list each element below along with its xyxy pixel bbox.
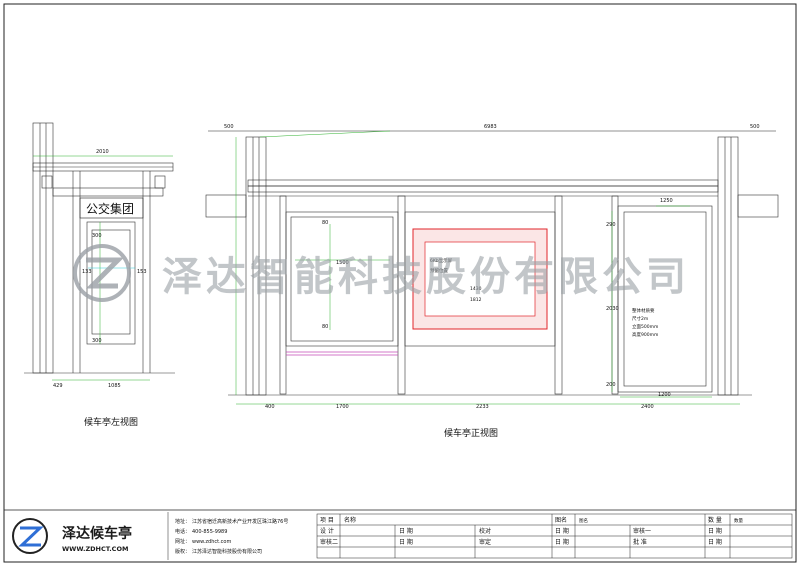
- watermark-company: 泽达智能科技股份有限公司: [162, 254, 690, 300]
- site-text: www.zdhct.com: [192, 539, 231, 545]
- side-dim-top: 2010: [96, 149, 109, 155]
- tb-drawing-val: 图名: [579, 517, 588, 524]
- front-dim-poster-w: 1500: [336, 260, 349, 266]
- side-dim-bottom-right: 1085: [108, 383, 121, 389]
- side-dim-panel-top: 300: [92, 233, 102, 239]
- tb-date-5: 日 期: [555, 538, 569, 546]
- address-text: 江苏省宿迁高新技术产业开发区珠江路76号: [192, 518, 288, 525]
- front-dim-bottom-b: 1700: [336, 404, 349, 410]
- front-dim-bottom-c: 2233: [476, 404, 489, 410]
- front-dim-top-mid: 6983: [484, 124, 497, 130]
- front-dim-top-left: 500: [224, 124, 234, 130]
- front-dim-right-bottom: 1200: [658, 392, 671, 398]
- center-label-1: 6Kb显示屏: [430, 258, 453, 264]
- title-block: 泽达候车亭 WWW.ZDHCT.COM 地址： 江苏省宿迁高新技术产业开发区珠江…: [4, 509, 796, 560]
- side-dim-bottom-left: 429: [53, 383, 63, 389]
- front-view-dimension-lines: [208, 130, 776, 405]
- tb-project: 项 目: [320, 517, 334, 524]
- front-dim-right-h2: 2030: [606, 306, 619, 312]
- right-note-2: 尺寸2m: [632, 315, 648, 322]
- front-bench: [286, 351, 398, 356]
- tb-qty: 数 量: [708, 516, 722, 524]
- tb-date-4: 日 期: [399, 538, 413, 546]
- front-dim-right-h3: 200: [606, 382, 616, 388]
- phone-text: 400-855-9989: [192, 529, 227, 535]
- tb-review2: 审核二: [320, 538, 338, 546]
- front-dim-right-top: 1250: [660, 198, 673, 204]
- copyright-text: 江苏泽达智能科技股份有限公司: [192, 548, 262, 555]
- front-dim-bottom-d: 2400: [641, 404, 654, 410]
- front-dim-bottom-a: 400: [265, 404, 275, 410]
- tb-approve: 批 准: [633, 538, 647, 546]
- brand-url: WWW.ZDHCT.COM: [62, 545, 128, 553]
- center-dim-1: 1430: [470, 286, 482, 292]
- right-note-1: 整体材质要: [632, 307, 655, 314]
- tb-date-2: 日 期: [555, 527, 569, 535]
- side-dim-panel-bottom: 300: [92, 338, 102, 344]
- front-dim-top-right: 500: [750, 124, 760, 130]
- zd-logo-icon: [12, 518, 48, 554]
- copyright-label: 版权：: [175, 548, 190, 555]
- tb-qty-val: 数量: [734, 517, 743, 524]
- address-label: 地址：: [175, 518, 190, 525]
- site-label: 网址：: [175, 538, 190, 545]
- center-label-2: 预留位置: [430, 267, 448, 274]
- tb-date-1: 日 期: [399, 527, 413, 535]
- watermark: 泽达智能科技股份有限公司: [73, 244, 690, 302]
- center-screen-hatch: [412, 228, 548, 330]
- sheet-frame: [3, 3, 797, 563]
- title-grid: [316, 513, 793, 559]
- side-dim-panel-left: 133: [82, 269, 92, 275]
- side-view-caption: 候车亭左视图: [84, 416, 138, 428]
- front-view-caption: 候车亭正视图: [444, 427, 498, 439]
- brand-name: 泽达候车亭: [62, 525, 132, 542]
- watermark-logo-icon: [73, 244, 131, 302]
- tb-drawing: 图名: [555, 516, 567, 524]
- tb-date-3: 日 期: [708, 527, 722, 535]
- tb-review1: 审核一: [633, 527, 651, 535]
- right-note-3: 立面500mm: [632, 323, 658, 330]
- center-dim-2: 1812: [470, 297, 482, 303]
- tb-audit: 审定: [479, 538, 491, 546]
- side-sign-text: 公交集团: [86, 201, 134, 216]
- tb-design: 设 计: [320, 527, 334, 535]
- side-dim-panel-right: 153: [137, 269, 147, 275]
- tb-date-6: 日 期: [708, 538, 722, 546]
- front-view-drawing: [205, 136, 779, 396]
- front-dim-poster-h1: 80: [322, 220, 328, 226]
- front-dim-right-h1: 290: [606, 222, 616, 228]
- front-dim-poster-h2: 80: [322, 324, 328, 330]
- side-view-drawing: [24, 122, 175, 374]
- tb-check: 校对: [479, 527, 491, 535]
- phone-label: 电话：: [175, 528, 190, 535]
- tb-name: 名称: [344, 516, 356, 524]
- right-note-4: 高度900mm: [632, 331, 658, 338]
